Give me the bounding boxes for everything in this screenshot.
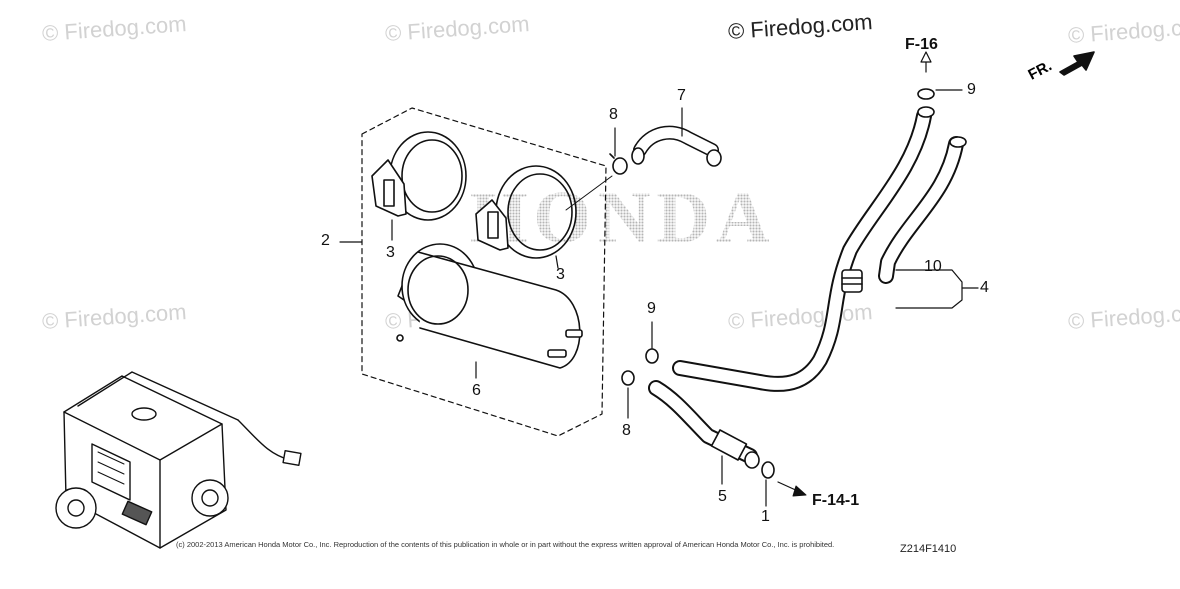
callout-2: 2: [321, 232, 330, 249]
callout-3: 3: [386, 244, 395, 261]
mounting-band-upper: [371, 131, 467, 221]
callout-8: 8: [622, 422, 631, 439]
callout-7: 7: [677, 87, 686, 104]
clamp-middle: [645, 348, 659, 364]
callout-10: 10: [924, 258, 942, 275]
copyright-notice: (c) 2002-2013 American Honda Motor Co., …: [176, 540, 835, 549]
mounting-band-lower: [475, 165, 577, 259]
callout-8: 8: [609, 106, 618, 123]
pipe-item-10-left: [672, 106, 935, 392]
hose-item-5: [648, 380, 760, 469]
ref-f16[interactable]: F-16: [905, 36, 938, 53]
pipe-item-10-right: [878, 136, 967, 284]
charcoal-canister: [396, 243, 583, 369]
hose-item-7: [631, 125, 722, 167]
callout-1: 1: [761, 508, 770, 525]
assembly-outline: [361, 107, 607, 437]
clamp-item-1: [761, 461, 775, 479]
generator-thumbnail: [55, 371, 302, 549]
clamp-top: [917, 88, 935, 100]
honda-watermark: HONDA: [470, 177, 776, 259]
figure-code: Z214F1410: [900, 543, 957, 555]
callout-3: 3: [556, 266, 565, 283]
callout-9: 9: [967, 81, 976, 98]
clamp-upper: [609, 153, 628, 175]
callout-9: 9: [647, 300, 656, 317]
pipe-joint: [841, 269, 863, 293]
ref-f14-1[interactable]: F-14-1: [812, 492, 860, 509]
callout-5: 5: [718, 488, 727, 505]
callout-4: 4: [980, 279, 989, 296]
front-arrow-icon: [1059, 51, 1095, 76]
clamp-lower: [621, 370, 635, 386]
callout-6: 6: [472, 382, 481, 399]
